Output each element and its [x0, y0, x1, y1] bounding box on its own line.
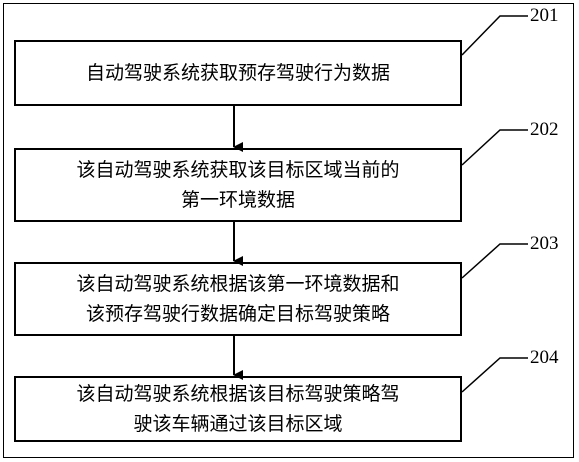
figure-border	[3, 3, 574, 458]
leader-line-201	[461, 15, 528, 56]
step-ref-202: 202	[530, 119, 559, 140]
step-text-201: 自动驾驶系统获取预存驾驶行为数据	[85, 62, 390, 84]
step-text-204: 该自动驾驶系统根据该目标驾驶策略驾 驶该车辆通过该目标区域	[76, 383, 400, 435]
step-ref-203: 203	[530, 233, 559, 254]
leader-line-204	[461, 357, 528, 393]
step-ref-201: 201	[530, 5, 559, 26]
leader-line-202	[461, 129, 528, 166]
step-box-201: 自动驾驶系统获取预存驾驶行为数据	[14, 40, 462, 106]
leader-line-203	[461, 243, 528, 279]
step-ref-204: 204	[530, 347, 559, 368]
step-text-203: 该自动驾驶系统根据该第一环境数据和 该预存驾驶行数据确定目标驾驶策略	[76, 273, 400, 325]
step-text-202: 该自动驾驶系统获取该目标区域当前的 第一环境数据	[76, 159, 400, 211]
step-box-203: 该自动驾驶系统根据该第一环境数据和 该预存驾驶行数据确定目标驾驶策略	[14, 262, 462, 336]
